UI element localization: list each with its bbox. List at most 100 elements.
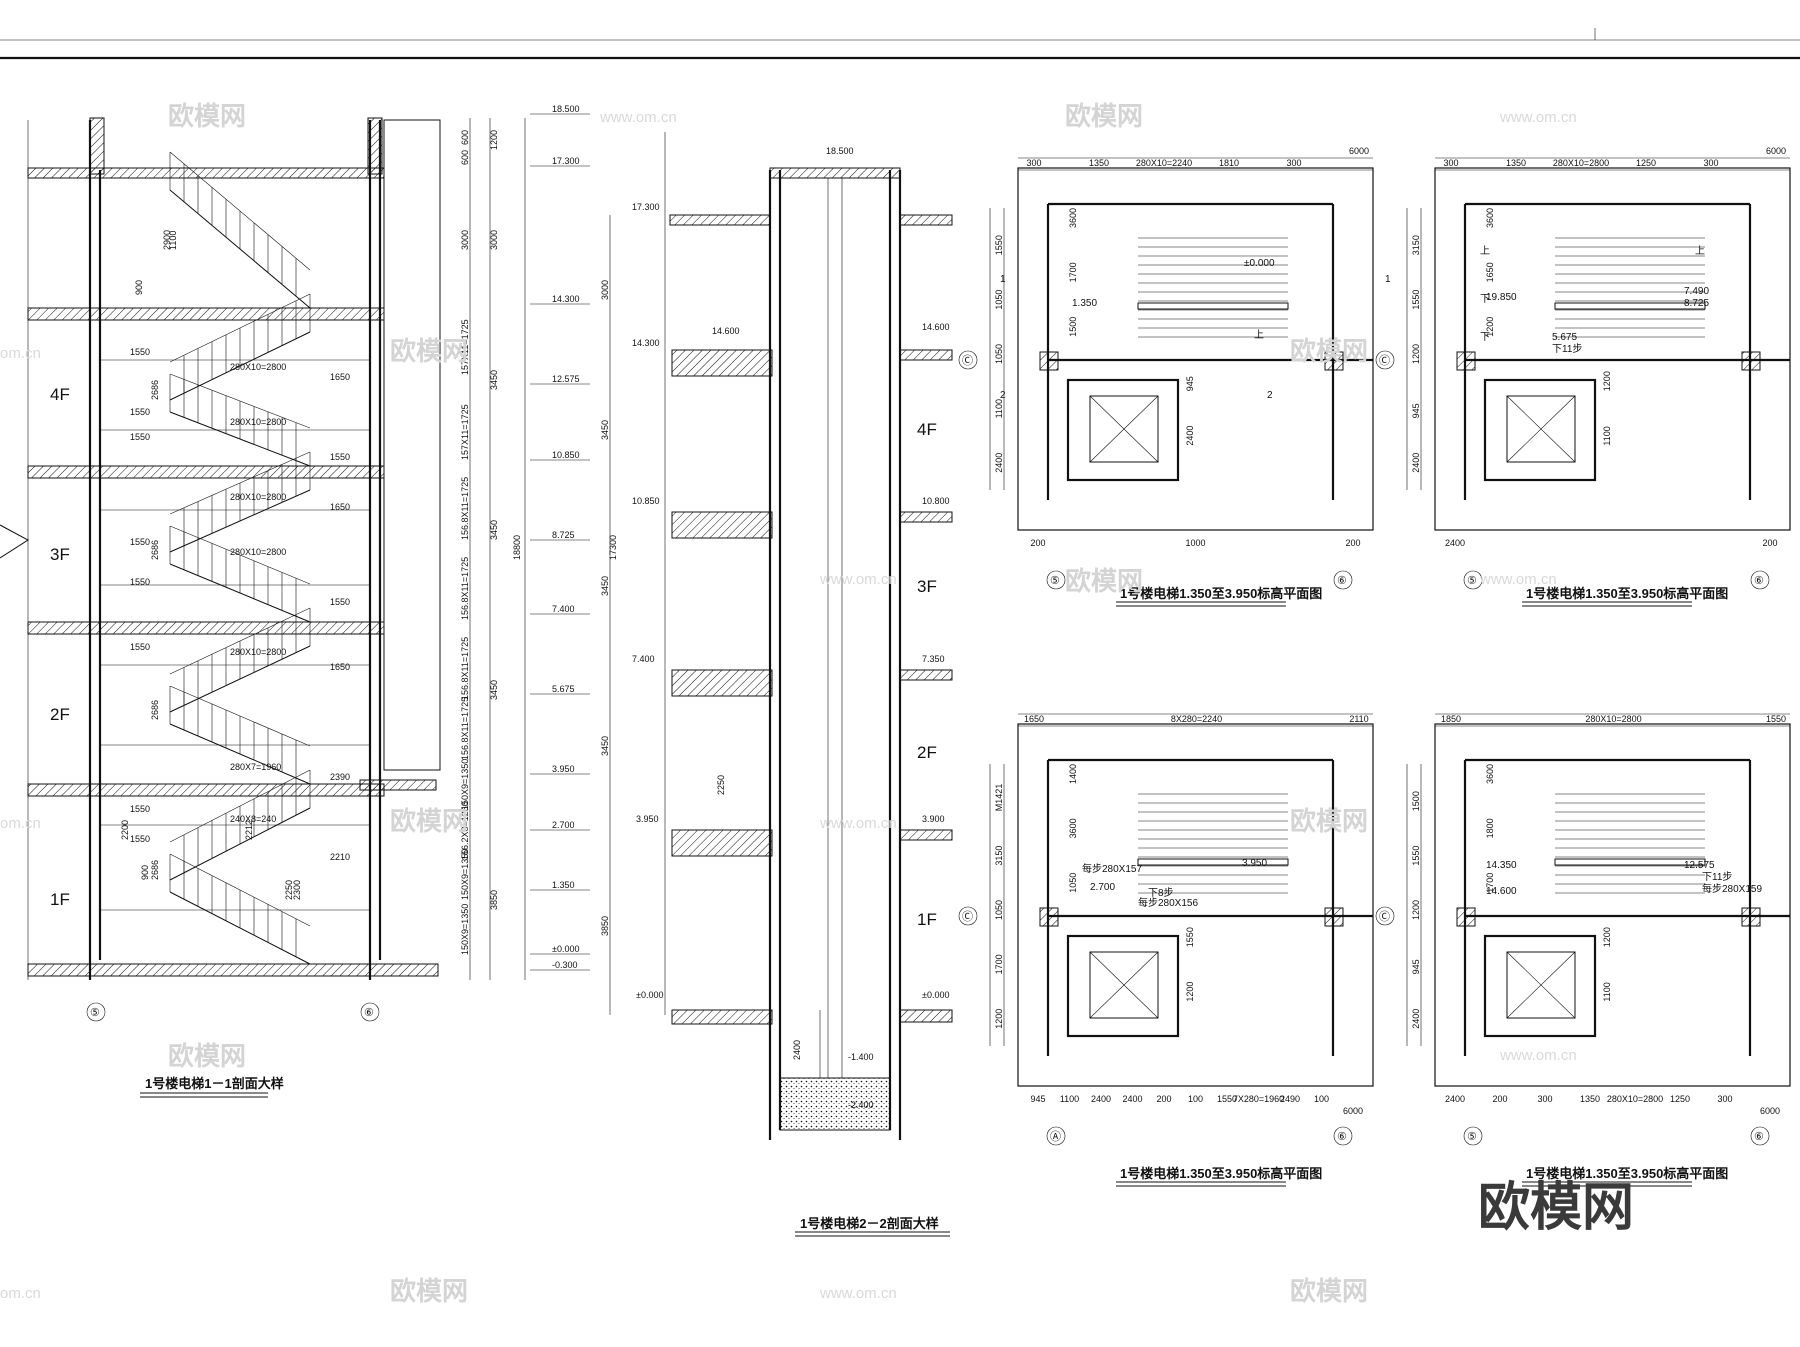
plan-dimension-bottom: 300 xyxy=(1717,1094,1732,1104)
elevator-cross xyxy=(1089,951,1159,1019)
plan-dimension-vertical: 1700 xyxy=(1068,262,1078,282)
plan-dimension-vertical: 1500 xyxy=(1068,317,1078,337)
plan-dimension-vertical: 1500 xyxy=(1411,791,1421,811)
elevation-label-1-1: 8.725 xyxy=(552,530,575,540)
plan-annotation: 1 xyxy=(1385,274,1391,285)
plan-annotation: 上 xyxy=(1480,245,1490,257)
stair-dimension: 1650 xyxy=(330,502,350,512)
plan-dimension-vertical: 1050 xyxy=(994,344,1004,364)
vertical-dimension-1-1: 157X11=1725 xyxy=(460,319,470,375)
elevator-shaft xyxy=(1066,378,1180,482)
axis-label: ⑤ xyxy=(90,1007,100,1019)
section-1-1 xyxy=(0,117,441,1098)
plan-dimension-bottom: 2490 xyxy=(1280,1094,1300,1104)
plan-annotation: 每步280X159 xyxy=(1702,882,1762,895)
stair-dimension: 240X8=240 xyxy=(230,814,276,824)
stair-dimension: 1550 xyxy=(130,537,150,547)
watermark-url: www.om.cn xyxy=(1499,109,1577,126)
elevation-column-1-1 xyxy=(469,118,526,980)
elevation-label-1-1: 14.300 xyxy=(552,294,580,304)
plan-dimension-vertical: 1200 xyxy=(1602,371,1612,391)
elevation-label-2-2: 7.400 xyxy=(632,654,655,664)
stair-dimension: 2210 xyxy=(330,852,350,862)
axis-bubble xyxy=(1375,350,1395,370)
plan-dimension-bottom: 100 xyxy=(1314,1094,1329,1104)
vertical-dimension-1-1: 18800 xyxy=(512,535,522,560)
elevation-label-1-1: 10.850 xyxy=(552,450,580,460)
plan-title: 1号楼电梯1.350至3.950标高平面图 xyxy=(1120,586,1322,601)
elevation-label-2-2: 14.600 xyxy=(922,322,950,332)
watermark: 欧模网 xyxy=(1065,566,1143,596)
plan-dimension: 300 xyxy=(1026,158,1041,168)
plan-dimension-vertical: 1550 xyxy=(994,235,1004,255)
plan-dimension-bottom: 7X280=1960 xyxy=(1233,1094,1284,1104)
stair-dimension: 1550 xyxy=(130,347,150,357)
axis-label: ⑤ xyxy=(1467,1131,1477,1143)
watermark-url: www.om.cn xyxy=(599,109,677,126)
plan-dimension-bottom: 200 xyxy=(1492,1094,1507,1104)
plan-dimension-vertical: 3600 xyxy=(1068,208,1078,228)
plan-dimension-vertical: 1100 xyxy=(1602,426,1612,445)
plan-dimension: 1550 xyxy=(1766,714,1786,724)
plan-annotation: 14.350 xyxy=(1486,860,1517,871)
axis-label: ⑤ xyxy=(1467,575,1477,587)
section-2-2-title: 1号楼电梯2－2剖面大样 xyxy=(800,1216,939,1231)
plan-dimension: 300 xyxy=(1286,158,1301,168)
vertical-dimension-2-2: 2400 xyxy=(792,1040,802,1060)
stair-vertical-dimension: 2200 xyxy=(120,820,130,840)
stair-dimension: 280X10=2800 xyxy=(230,547,286,557)
stair-dimension: 1650 xyxy=(330,662,350,672)
stair-vertical-dimension: 2250 xyxy=(284,880,294,900)
plan-dimension: 300 xyxy=(1703,158,1718,168)
plan-dimension: 1350 xyxy=(1089,158,1109,168)
vertical-dimension-1-1: 3850 xyxy=(489,890,499,910)
vertical-dimension-1-1: 157X11=1725 xyxy=(460,404,470,460)
vertical-dimension-1-1: 3450 xyxy=(489,370,499,390)
stair-vertical-dimension: 2900 xyxy=(162,230,172,250)
watermark: 欧模网 xyxy=(168,101,246,131)
stair-rail xyxy=(1137,302,1289,310)
plan-annotation: 上 xyxy=(1695,245,1705,257)
plan-dimension: 280X10=2800 xyxy=(1553,158,1609,168)
stair-vertical-dimension: 2686 xyxy=(150,700,160,720)
plan-dimension-vertical: 1200 xyxy=(1411,900,1421,920)
elevation-label-1-1: 7.400 xyxy=(552,604,575,614)
elevation-label-2-2: -2.400 xyxy=(848,1100,874,1110)
vertical-dimension-1-1: 600 xyxy=(460,130,470,145)
axis-label: ⑤ xyxy=(1050,575,1060,587)
plan-dimension-vertical: 3600 xyxy=(1485,764,1495,784)
axis-bubble xyxy=(958,906,978,926)
plan-dimension-bottom: 1350 xyxy=(1580,1094,1600,1104)
plan-title: 1号楼电梯1.350至3.950标高平面图 xyxy=(1526,586,1728,601)
elevator-cross xyxy=(1506,951,1576,1019)
stair-handrail xyxy=(169,151,311,271)
plan-dimension-vertical: 2400 xyxy=(1411,1009,1421,1029)
elevation-label-2-2: ±0.000 xyxy=(636,990,663,1000)
vertical-dimension-1-1: 156.8X11=1725 xyxy=(460,637,470,700)
vertical-dimension-1-1: 150X9=1350 xyxy=(460,904,470,955)
watermark: 欧模网 xyxy=(168,1041,246,1071)
elevation-label-2-2: 14.300 xyxy=(632,338,660,348)
plan-dimension-bottom: 6000 xyxy=(1760,1106,1780,1116)
floor-label-2-2: 2F xyxy=(917,743,937,762)
watermark: 欧模网 xyxy=(1290,806,1368,836)
vertical-dimension-2-2: 3450 xyxy=(600,736,610,756)
plan-annotation: 7.490 xyxy=(1684,286,1709,297)
plan-annotation: 12.575 xyxy=(1684,860,1715,871)
elevator-cross xyxy=(1506,395,1576,463)
vertical-dimension-1-1: 3000 xyxy=(460,230,470,250)
vertical-dimension-1-1: 150X9=1350 xyxy=(460,759,470,810)
plan-annotation: 19.850 xyxy=(1486,292,1517,303)
vertical-dimension-1-1: 156.8X11=1725 xyxy=(460,477,470,540)
plan-dimension-vertical: 1200 xyxy=(1602,927,1612,947)
plan-dimension-bottom: 1000 xyxy=(1185,538,1205,548)
column xyxy=(1741,907,1761,927)
stair-dimension: 1550 xyxy=(130,804,150,814)
column xyxy=(1456,351,1476,371)
plan-frame xyxy=(1017,723,1374,1087)
column xyxy=(1741,351,1761,371)
stair-vertical-dimension: 2212 xyxy=(244,820,254,840)
stair-vertical-dimension: 2300 xyxy=(292,880,302,900)
